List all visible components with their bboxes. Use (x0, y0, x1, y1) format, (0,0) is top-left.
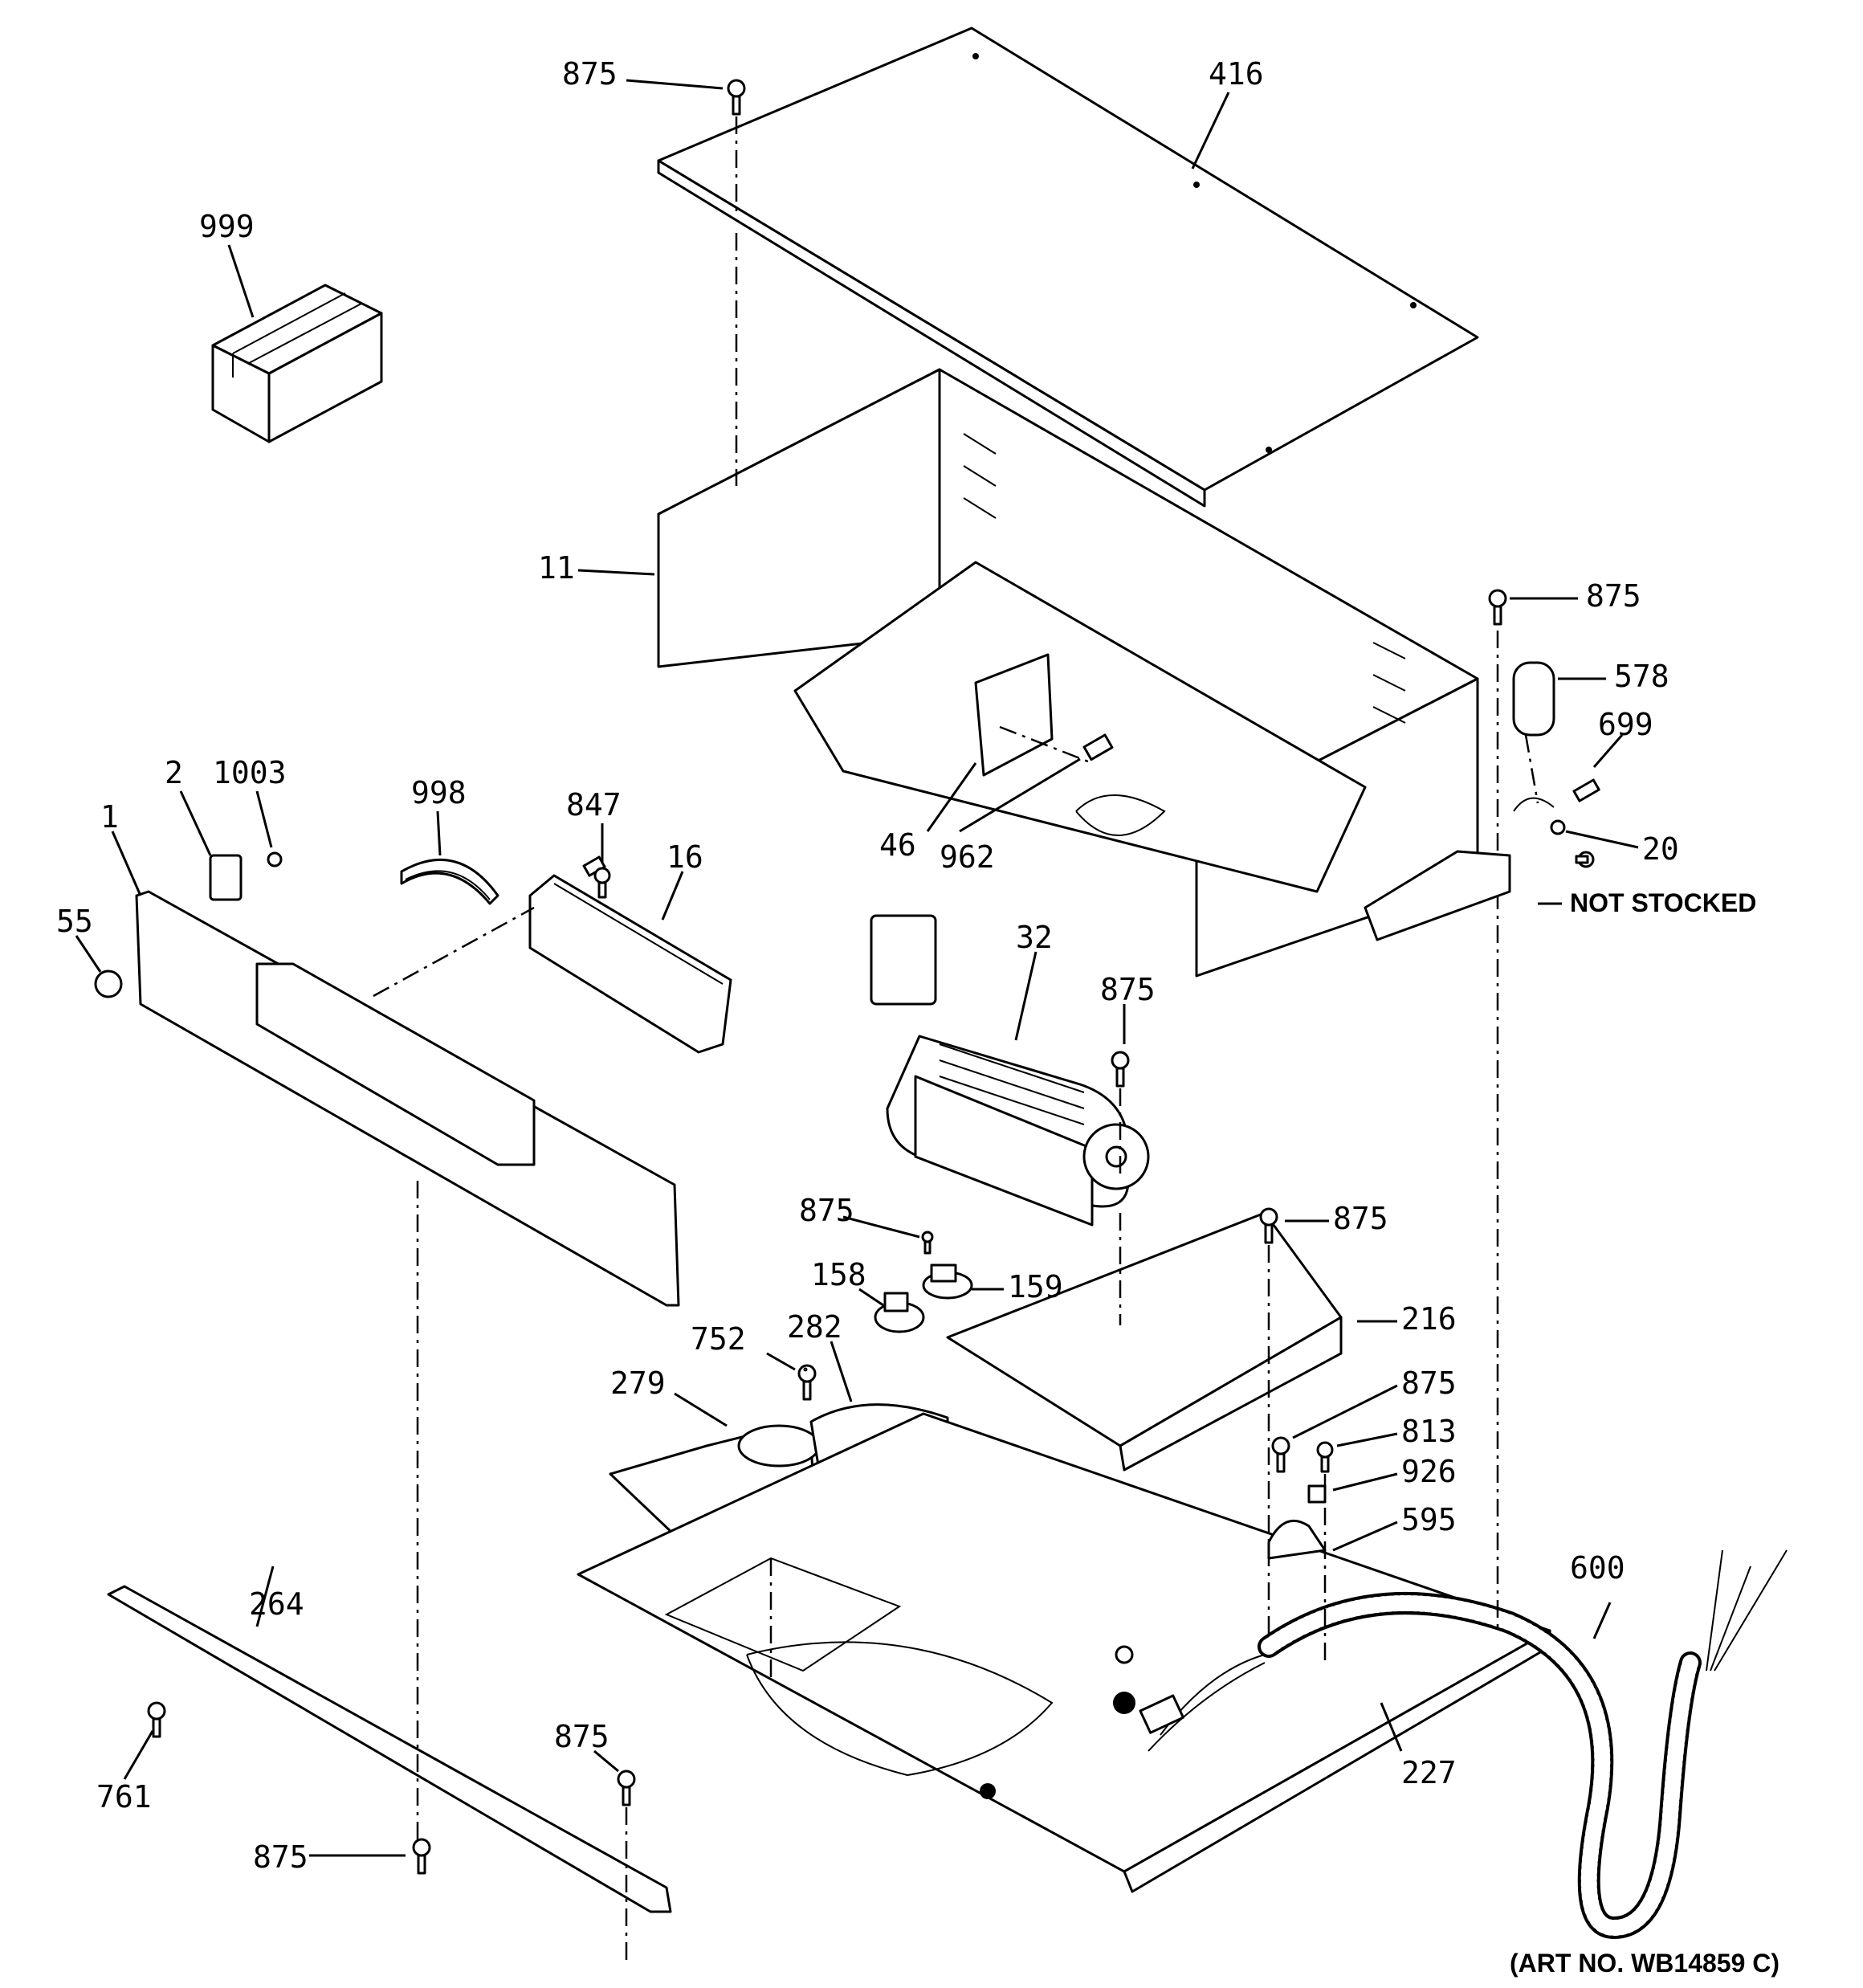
ribbon-cable-998 (400, 859, 499, 905)
callout-159: 159 (1008, 1269, 1063, 1304)
callout-699: 699 (1598, 707, 1653, 742)
callout-875-h: 875 (253, 1839, 308, 1875)
callout-labels: 875 416 999 11 875 578 699 20 46 962 100… (56, 56, 1779, 1978)
callout-16: 16 (667, 839, 703, 875)
callout-1003: 1003 (213, 755, 287, 790)
callout-998: 998 (411, 775, 467, 810)
callout-875-d: 875 (799, 1193, 854, 1228)
callout-264: 264 (249, 1586, 304, 1622)
callout-158: 158 (811, 1257, 866, 1292)
callout-600: 600 (1570, 1550, 1625, 1586)
not-stocked-note: NOT STOCKED (1570, 888, 1756, 917)
circuit-board-46 (974, 653, 1114, 777)
not-stocked-bracket (1364, 850, 1562, 941)
callout-282: 282 (787, 1309, 842, 1345)
base-plate-227 (577, 1412, 1551, 1893)
callout-216: 216 (1401, 1301, 1457, 1337)
callout-20: 20 (1642, 831, 1679, 867)
callout-752: 752 (691, 1321, 746, 1357)
capacitor-578 (1512, 661, 1600, 835)
callout-416: 416 (1209, 56, 1264, 92)
top-cover-416 (657, 27, 1479, 508)
callout-813: 813 (1401, 1414, 1457, 1449)
callout-55: 55 (56, 904, 93, 939)
assembly-lines (373, 116, 1539, 1960)
callout-926: 926 (1401, 1454, 1457, 1489)
blower-fan-32 (870, 914, 1150, 1227)
box-999 (211, 284, 383, 443)
callout-875-f: 875 (1401, 1365, 1457, 1401)
leader-lines (75, 79, 1639, 1857)
callout-2: 2 (165, 755, 183, 790)
callout-227: 227 (1401, 1755, 1457, 1790)
callout-46: 46 (879, 827, 916, 863)
control-panel-1 (135, 890, 680, 1307)
callout-875: 875 (562, 56, 618, 92)
callout-595: 595 (1401, 1502, 1457, 1537)
callout-11: 11 (538, 550, 575, 586)
conduit-600 (1115, 1549, 1788, 1940)
bracket-2 (94, 851, 283, 998)
callout-875-e: 875 (1333, 1201, 1388, 1236)
callout-999: 999 (199, 209, 255, 244)
strip-264 (107, 1585, 672, 1913)
clamp-595 (1267, 1484, 1327, 1560)
callout-279: 279 (610, 1365, 666, 1401)
callout-32: 32 (1016, 920, 1053, 955)
callout-875-g: 875 (554, 1719, 609, 1754)
callout-875-b: 875 (1586, 578, 1641, 614)
screws (147, 79, 1595, 1875)
thermostat-158 (874, 1263, 973, 1333)
callout-578: 578 (1614, 659, 1669, 694)
callout-962: 962 (940, 839, 995, 875)
callout-847: 847 (566, 787, 622, 823)
deflector-216 (946, 1211, 1343, 1472)
housing-11 (657, 368, 1479, 978)
callout-875-c: 875 (1100, 972, 1156, 1007)
control-board-16 (528, 855, 732, 1054)
art-number-note: (ART NO. WB14859 C) (1510, 1949, 1779, 1978)
callout-1: 1 (100, 799, 119, 835)
callout-761: 761 (96, 1779, 152, 1815)
